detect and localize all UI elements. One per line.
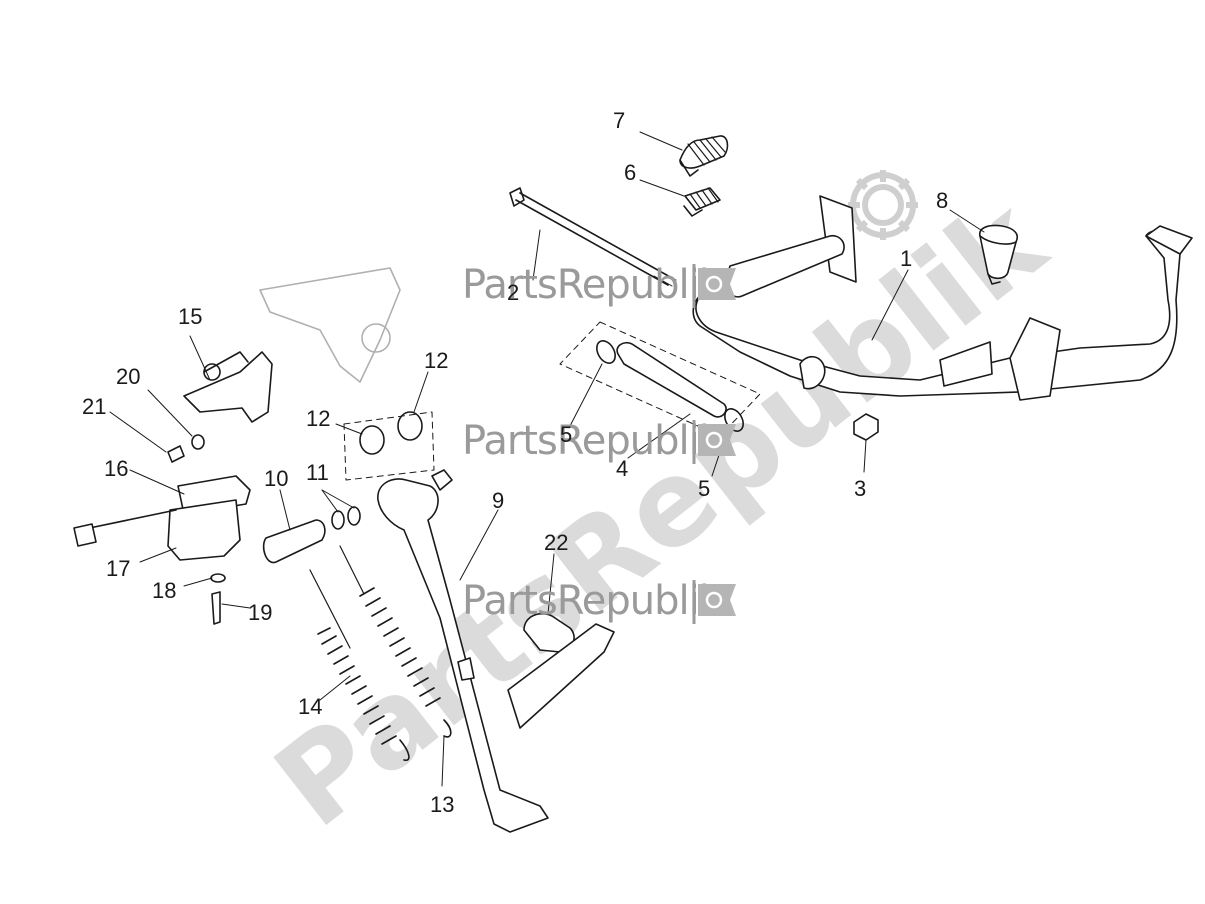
watermark-flag-gear-icon	[692, 580, 736, 624]
callout-12-lower: 12	[306, 406, 331, 431]
part-13-spring	[339, 545, 452, 738]
part-18-washer	[210, 573, 226, 583]
callout-11: 11	[306, 460, 329, 485]
part-21-bolt	[167, 445, 185, 463]
part-11-washer-a	[331, 510, 345, 530]
part-1-main-stand	[692, 195, 1193, 401]
part-3-nut	[853, 413, 879, 441]
leader-lines	[109, 131, 985, 787]
watermark-middle: PartsRepublik	[462, 418, 722, 464]
part-9-side-stand	[377, 469, 549, 833]
part-16-17-switch	[73, 475, 251, 561]
callout-5: 5	[698, 476, 711, 501]
callout-5b: 5	[560, 422, 573, 447]
watermark-flag-gear-icon	[692, 264, 736, 308]
part-20-washer	[191, 434, 205, 450]
watermark-top: PartsRepublik	[462, 262, 722, 308]
callout-6: 6	[624, 160, 637, 185]
part-10-bushing	[262, 519, 326, 564]
part-6-spring	[683, 187, 721, 217]
callout-10: 10	[264, 466, 289, 491]
part-5-circlip-left	[596, 340, 616, 364]
part-19-screw	[211, 591, 221, 625]
part-7-spring	[679, 135, 729, 177]
callout-7: 7	[613, 108, 626, 133]
part-14-spring	[309, 569, 410, 762]
callout-14: 14	[298, 694, 323, 719]
callout-18: 18	[152, 578, 177, 603]
watermark-bottom: PartsRepublik	[462, 578, 722, 624]
part-11-washer-b	[347, 506, 361, 526]
callout-22: 22	[544, 530, 569, 555]
watermark-gear-icon-large	[848, 170, 918, 240]
part-4-pin	[616, 341, 727, 418]
callout-21: 21	[82, 394, 107, 419]
callout-13: 13	[430, 792, 455, 817]
callout-16: 16	[104, 456, 129, 481]
callout-2: 2	[507, 280, 520, 305]
callout-20: 20	[116, 364, 141, 389]
callout-4: 4	[616, 456, 629, 481]
callout-19: 19	[248, 600, 273, 625]
ghost-bracket	[259, 267, 401, 383]
callout-3: 3	[854, 476, 867, 501]
part-2-bolt	[509, 187, 677, 287]
callout-1: 1	[900, 246, 913, 271]
callout-15: 15	[178, 304, 203, 329]
part-15-bracket	[183, 351, 273, 423]
watermark-flag-gear-icon	[692, 420, 736, 464]
callout-9: 9	[492, 488, 505, 513]
part-22-pad	[507, 612, 615, 729]
part-12-ring-lower	[359, 425, 385, 455]
callout-17: 17	[106, 556, 131, 581]
callout-12-upper: 12	[424, 348, 449, 373]
part-12-ring-upper	[397, 411, 423, 441]
part-8-bumper	[978, 224, 1018, 285]
callout-8: 8	[936, 188, 949, 213]
